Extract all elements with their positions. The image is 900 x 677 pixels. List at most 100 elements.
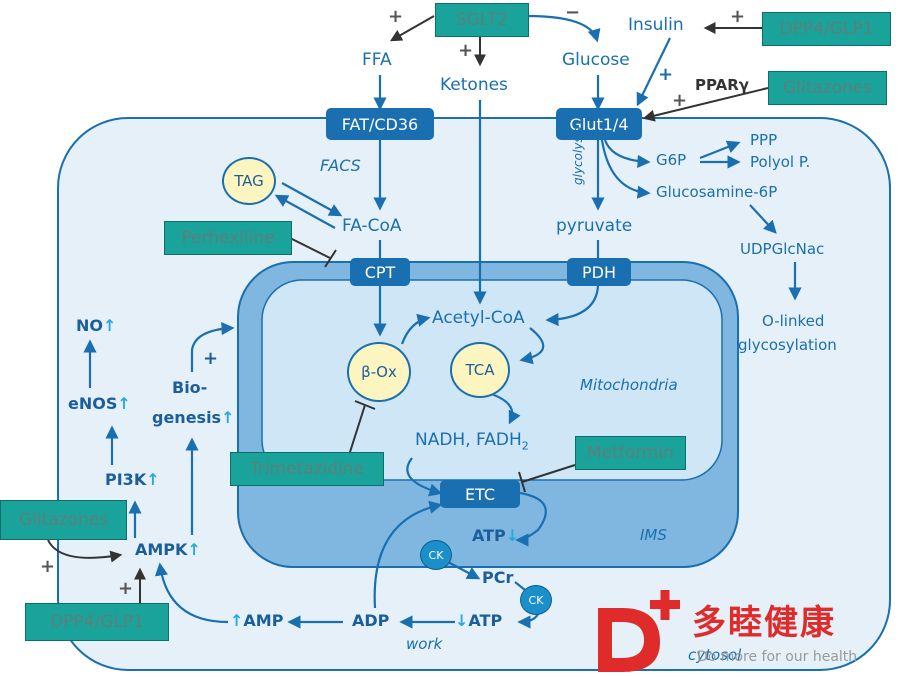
ffa-label: FFA bbox=[362, 50, 392, 70]
arrow-sglt2-glucose bbox=[526, 14, 601, 43]
insulin-label: Insulin bbox=[628, 15, 684, 35]
inhibit-trimetazidine-bar bbox=[354, 400, 376, 410]
pyruvate-label: pyruvate bbox=[556, 216, 633, 236]
beta-oxidation-node: β-Ox bbox=[347, 342, 411, 402]
glucosamine-label: Glucosamine-6P bbox=[656, 183, 778, 201]
facoa-label: FA-CoA bbox=[342, 216, 402, 236]
glucose-label: Glucose bbox=[562, 50, 630, 70]
ketones-label: Ketones bbox=[440, 75, 508, 95]
work-label: work bbox=[406, 635, 443, 653]
drug-glitazones-top: Glitazones bbox=[768, 71, 887, 105]
amp-up-arrow: ↑ bbox=[230, 611, 244, 630]
amp-label: ↑AMP bbox=[230, 613, 283, 629]
transporter-cpt: CPT bbox=[350, 258, 410, 286]
arrow-amp-ampk bbox=[154, 562, 229, 624]
enos-text: eNOS bbox=[68, 394, 118, 413]
inhibit-perhexiline-bar bbox=[324, 249, 337, 268]
biogenesis-label-2: genesis↑ bbox=[152, 410, 234, 426]
arrow-pdh-acetylcoa bbox=[545, 285, 600, 327]
pi3k-up-arrow: ↑ bbox=[146, 470, 160, 489]
plus-sign-ffa: + bbox=[388, 6, 404, 27]
atp-down-arrow: ↓ bbox=[505, 526, 520, 545]
brand-watermark-text: 多睦健康 bbox=[692, 603, 836, 643]
transporter-fat-cd36: FAT/CD36 bbox=[326, 108, 434, 140]
pi3k-text: PI3K bbox=[105, 470, 147, 489]
ppp-label: PPP bbox=[750, 131, 778, 149]
drug-trimetazidine: Trimetazidine bbox=[230, 452, 384, 486]
ampk-up-arrow: ↑ bbox=[187, 540, 201, 559]
pi3k-label: PI3K↑ bbox=[105, 472, 160, 488]
transporter-glut: Glut1/4 bbox=[556, 108, 642, 140]
tca-node: TCA bbox=[450, 342, 510, 398]
ampk-label: AMPK↑ bbox=[135, 542, 201, 558]
polyol-label: Polyol P. bbox=[750, 153, 811, 171]
drug-dpp4-bottom: DPP4/GLP1 bbox=[25, 603, 169, 641]
atp-cyto-label: ↓ATP bbox=[455, 613, 502, 629]
plus-sign-glut: + bbox=[658, 64, 674, 85]
arrow-glut-glucosamine bbox=[600, 139, 651, 199]
arrow-glucosamine-udp bbox=[749, 204, 777, 234]
plus-sign-biogenesis: + bbox=[203, 348, 219, 369]
minus-sign-glucose: − bbox=[565, 2, 581, 23]
ims-label: IMS bbox=[640, 526, 667, 544]
arrow-etc-atp bbox=[515, 491, 547, 547]
atp-mito-text: ATP bbox=[472, 526, 506, 545]
arrow-adp-etc bbox=[373, 500, 443, 609]
amp-text: AMP bbox=[243, 611, 284, 630]
nadh-subscript: 2 bbox=[521, 439, 529, 453]
etc-complex: ETC bbox=[440, 480, 520, 508]
drug-dpp4-top: DPP4/GLP1 bbox=[762, 12, 891, 46]
arrow-glitazones-glut bbox=[642, 87, 769, 122]
olinked-label-1: O-linked bbox=[762, 312, 825, 330]
atp-cyto-down-arrow: ↓ bbox=[455, 611, 469, 630]
enos-up-arrow: ↑ bbox=[117, 394, 131, 413]
glycolysis-label: glycolysis bbox=[571, 126, 585, 185]
atp-mito-label: ATP↓ bbox=[472, 528, 519, 544]
udpglcnac-label: UDPGlcNac bbox=[740, 240, 825, 258]
arrow-acetylcoa-tca bbox=[519, 327, 545, 365]
arrow-box-acetylcoa bbox=[400, 313, 431, 345]
arrow-facoa-tag bbox=[274, 194, 336, 229]
arrow-insulin-glut bbox=[636, 37, 671, 107]
plus-sign-ketones: + bbox=[458, 40, 474, 61]
plus-sign-insulin: + bbox=[730, 6, 746, 27]
biogenesis-label-1: Bio- bbox=[172, 378, 208, 397]
ampk-text: AMPK bbox=[135, 540, 188, 559]
g6p-label: G6P bbox=[656, 151, 687, 169]
adp-label: ADP bbox=[352, 611, 390, 630]
inhibit-metformin-etc bbox=[521, 464, 576, 483]
nadh-label: NADH, FADH2 bbox=[415, 430, 529, 453]
arrow-nadh-etc bbox=[406, 457, 443, 497]
arrow-bio-mito bbox=[190, 321, 235, 372]
inhibit-perhexiline-cpt bbox=[289, 237, 331, 259]
no-up-arrow: ↑ bbox=[103, 316, 117, 335]
transporter-pdh: PDH bbox=[567, 258, 631, 286]
drug-sglt2: SGLT2 bbox=[435, 3, 529, 37]
atp-cyto-text: ATP bbox=[468, 611, 503, 630]
inhibit-trimetazidine-box bbox=[349, 404, 366, 453]
ppar-label: PPARγ bbox=[695, 76, 749, 94]
pcr-label: PCr bbox=[482, 568, 514, 587]
inhibit-metformin-bar bbox=[518, 471, 526, 493]
creatine-kinase-1: CK bbox=[420, 540, 452, 570]
brand-logo-mark bbox=[598, 590, 680, 672]
plus-sign-dpp4: + bbox=[118, 578, 134, 599]
enos-label: eNOS↑ bbox=[68, 396, 131, 412]
drug-metformin: Metformin bbox=[575, 436, 686, 470]
arrow-pcr-ck bbox=[514, 581, 526, 591]
cytosol-label: cytosol bbox=[688, 646, 742, 664]
mitochondria-label: Mitochondria bbox=[580, 376, 678, 394]
nadh-text: NADH, FADH bbox=[415, 430, 522, 450]
plus-sign-ppar: + bbox=[672, 90, 688, 111]
arrow-glitazones-ampk bbox=[47, 539, 123, 563]
plus-sign-glitazones: + bbox=[40, 556, 56, 577]
no-text: NO bbox=[76, 316, 103, 335]
drug-perhexiline: Perhexiline bbox=[164, 221, 292, 255]
olinked-label-2: glycosylation bbox=[738, 336, 837, 354]
arrow-g6p-ppp bbox=[699, 140, 741, 160]
arrow-sglt2-ffa bbox=[389, 15, 435, 42]
no-label: NO↑ bbox=[76, 318, 116, 334]
arrow-glut-g6p bbox=[603, 139, 651, 169]
arrow-ck-pcr bbox=[447, 561, 481, 580]
